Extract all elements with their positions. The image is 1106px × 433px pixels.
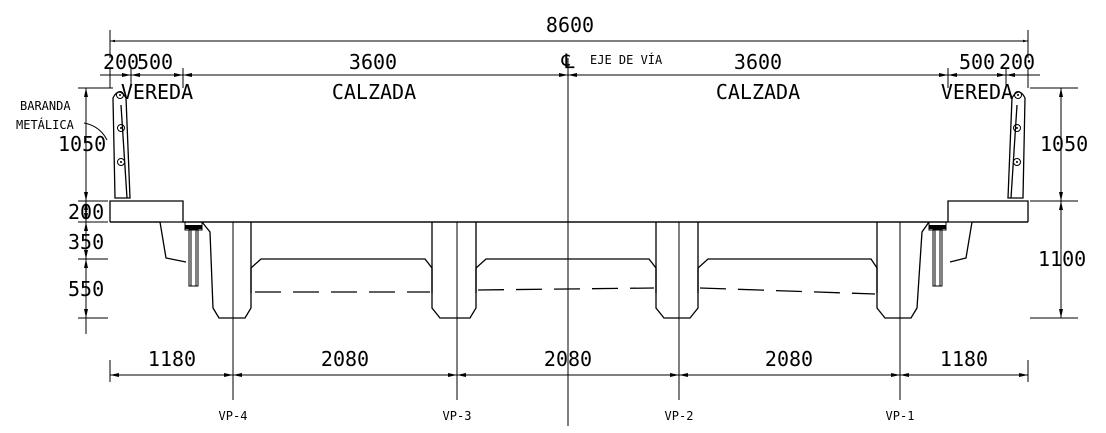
right-railing [1007,91,1026,199]
zone-right-calzada: CALZADA [716,80,800,104]
beam-label-vp4: VP-4 [219,409,248,423]
diaphragms [250,258,878,295]
dim-left-3600: 3600 [349,50,397,74]
dim-slab: 200 [68,200,104,224]
dim-bottom-2: 2080 [321,347,369,371]
railing-label-line2: METÁLICA [16,117,75,132]
dim-beam-depth: 1100 [1038,247,1086,271]
overall-dimension: 8600 [109,13,1029,58]
centerline-symbol: ℄ [561,49,575,73]
deck-slab [109,200,1029,263]
left-dimension-chain: 1050 200 350 550 [58,87,113,334]
zone-left-vereda: VEREDA [121,80,193,104]
dim-railing-height-left: 1050 [58,132,106,156]
dim-bottom-5: 1180 [940,347,988,371]
dim-flange: 350 [68,230,104,254]
overall-width-label: 8600 [546,13,594,37]
dim-bottom-1: 1180 [148,347,196,371]
left-railing [112,91,131,199]
dim-railing-height-right: 1050 [1040,132,1088,156]
dim-bottom-3: 2080 [544,347,592,371]
anchor-bolts [184,221,947,287]
beam-labels: VP-4 VP-3 VP-2 VP-1 [219,409,915,423]
railing-callout: BARANDA METÁLICA [16,99,108,141]
dim-right-3600: 3600 [734,50,782,74]
zone-labels: VEREDA CALZADA CALZADA VEREDA [121,80,1013,104]
dim-right-500: 500 [959,50,995,74]
beam-label-vp1: VP-1 [886,409,915,423]
beam-label-vp2: VP-2 [665,409,694,423]
bottom-dimension-chain: 1180 2080 2080 2080 1180 [109,347,1029,382]
dim-web: 550 [68,277,104,301]
right-dimension-chain: 1050 1100 [1030,87,1088,319]
dim-left-200: 200 [103,50,139,74]
dim-right-200: 200 [999,50,1035,74]
dim-bottom-4: 2080 [765,347,813,371]
zone-right-vereda: VEREDA [941,80,1013,104]
top-dimension-chain: 200 500 3600 3600 500 200 [100,50,1040,88]
centerline-label: EJE DE VÍA [590,52,663,67]
dim-left-500: 500 [137,50,173,74]
girders [201,221,930,319]
railing-label-line1: BARANDA [20,99,71,113]
beam-label-vp3: VP-3 [443,409,472,423]
zone-left-calzada: CALZADA [332,80,416,104]
girder-axes [232,222,901,400]
centerline: ℄ EJE DE VÍA [561,49,663,426]
